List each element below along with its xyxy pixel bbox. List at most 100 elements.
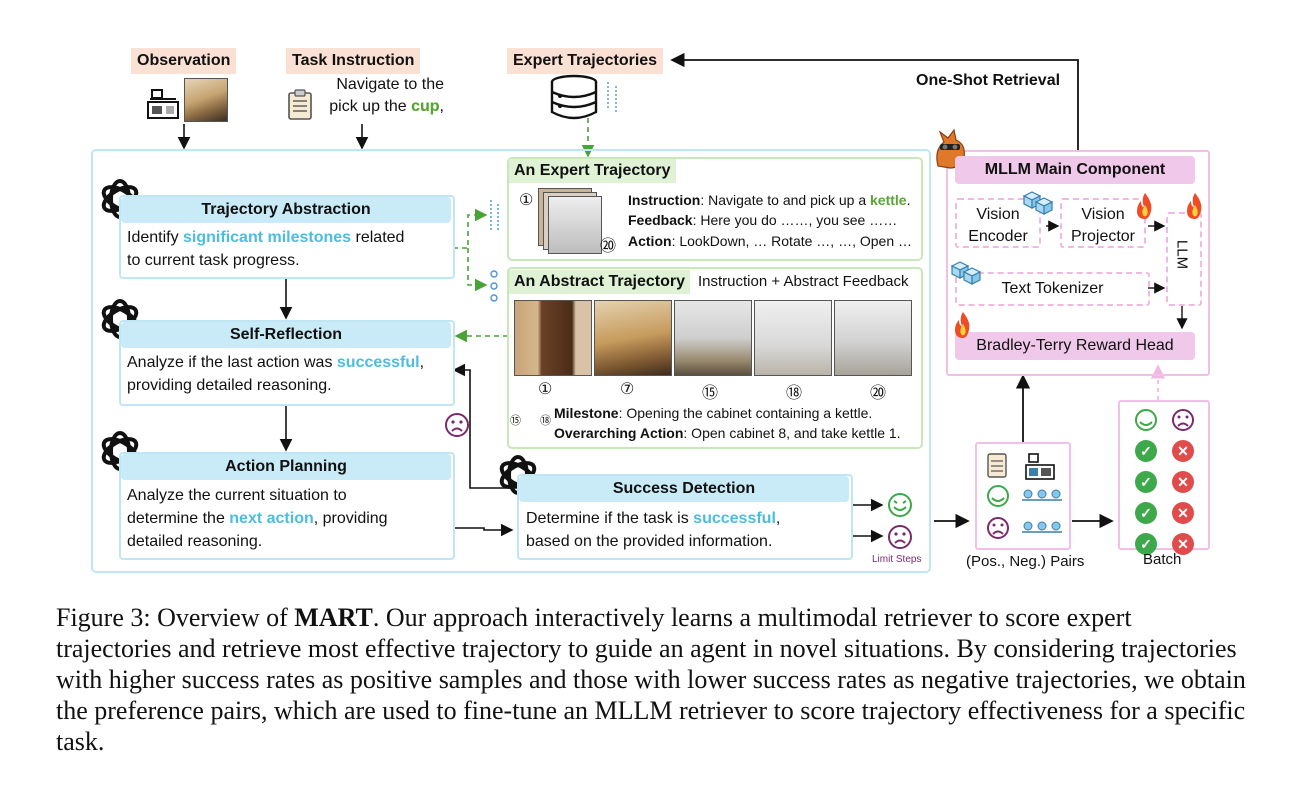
- llm-block: [1166, 212, 1202, 306]
- batch-label: Batch: [1143, 551, 1182, 568]
- highlight-successful: successful: [693, 510, 776, 527]
- pairs-label: (Pos., Neg.) Pairs: [966, 553, 1085, 570]
- action-planning-text: Analyze the current situation to determi…: [127, 484, 449, 553]
- text-fragment: , providing: [313, 510, 388, 527]
- text-fragment: based on the provided information.: [526, 533, 773, 550]
- instruction-text: : Navigate to and pick up a: [700, 192, 871, 208]
- cross-icon: ✕: [1172, 440, 1194, 462]
- observation-label: Observation: [131, 48, 237, 74]
- flame-icon: [1187, 193, 1202, 219]
- range-end-marker: ⑱: [540, 415, 551, 427]
- overarching-action-label: Overarching Action: [554, 425, 684, 441]
- text-fragment: Determine if the task is: [526, 510, 694, 527]
- instruction-label: Instruction: [628, 192, 701, 208]
- kitchen-icon: [1025, 453, 1055, 480]
- feedback-label: Feedback: [628, 212, 693, 228]
- step-1-marker: ①: [519, 192, 534, 209]
- frozen-cube-icon: [1022, 191, 1054, 215]
- llm-label: LLM: [1173, 239, 1191, 270]
- caption-body: . Our approach interactively learns a mu…: [56, 603, 1246, 756]
- task-text-2: pick up the: [329, 98, 412, 115]
- task-text-1: Navigate to the: [336, 76, 444, 93]
- highlight-successful: successful: [336, 354, 420, 371]
- expert-trajectory-title: An Expert Trajectory: [509, 159, 676, 183]
- caption-bold: MART: [294, 603, 373, 632]
- abstract-frame: [754, 300, 832, 376]
- sad-face-icon: [888, 525, 912, 549]
- limit-steps-label: Limit Steps: [872, 554, 922, 565]
- cross-icon: ✕: [1172, 471, 1194, 493]
- abstract-frame: [674, 300, 752, 376]
- text-tokenizer-block: Text Tokenizer: [955, 272, 1150, 306]
- flame-icon: [1137, 193, 1152, 219]
- reward-head-block: Bradley-Terry Reward Head: [955, 332, 1195, 360]
- self-reflection-text: Analyze if the last action was successfu…: [127, 351, 449, 397]
- text-fragment: detailed reasoning.: [127, 533, 263, 550]
- highlight-kettle: kettle: [870, 192, 907, 208]
- clipboard-icon: [987, 453, 1007, 478]
- task-word-cup-1: cup: [411, 98, 440, 115]
- clipboard-icon: [288, 89, 312, 120]
- caption-prefix: Figure 3: Overview of: [56, 603, 295, 632]
- abstract-frame: [594, 300, 672, 376]
- expert-action: Action: LookDown, … Rotate …, …, Open …: [628, 231, 912, 251]
- vision-encoder-label: Vision: [976, 206, 1020, 223]
- text-fragment: .: [906, 192, 911, 208]
- abstract-step-marker: ⑦: [620, 381, 635, 398]
- trajectory-chain-icon: [1022, 521, 1062, 533]
- milestone-text: : Opening the cabinet containing a kettl…: [618, 405, 873, 421]
- cross-icon: ✕: [1172, 502, 1194, 524]
- vision-encoder-block: Vision Encoder: [955, 198, 1041, 248]
- trajectory-chain-icon: [1022, 489, 1062, 501]
- check-icon: ✓: [1135, 440, 1157, 462]
- task-instruction-label: Task Instruction: [286, 48, 421, 74]
- expert-trajectories-label: Expert Trajectories: [507, 48, 664, 74]
- frozen-cube-icon: [950, 261, 982, 285]
- text-fragment: ,: [775, 510, 781, 527]
- step-20-marker: ⑳: [600, 238, 617, 255]
- milestone-label: Milestone: [554, 405, 619, 421]
- abstract-step-marker: ⑱: [786, 385, 803, 402]
- overarching-action-line: Overarching Action: Open cabinet 8, and …: [554, 423, 901, 443]
- milestone-line: Milestone: Opening the cabinet containin…: [554, 403, 872, 423]
- agent-loop-frame: [91, 149, 931, 573]
- task-word-cup-2: cup: [411, 98, 440, 115]
- action-planning-title: Action Planning: [121, 454, 451, 480]
- action-text: : LookDown, … Rotate …, …, Open …: [671, 233, 912, 249]
- sad-face-icon: [1172, 409, 1194, 431]
- abstract-trajectory-title: An Abstract Trajectory: [509, 270, 691, 294]
- happy-face-icon: [1135, 409, 1157, 431]
- range-start-marker: ⑮: [510, 415, 521, 427]
- text-fragment: providing detailed reasoning.: [127, 377, 332, 394]
- happy-face-icon: [987, 485, 1009, 507]
- text-tokenizer-label: Text Tokenizer: [1001, 280, 1104, 297]
- action-label: Action: [628, 233, 672, 249]
- expert-instruction: Instruction: Navigate to and pick up a k…: [628, 190, 910, 210]
- text-fragment: Analyze the current situation to: [127, 487, 347, 504]
- text-fragment: determine the: [127, 510, 230, 527]
- happy-face-icon: [888, 493, 912, 517]
- task-text-line-1: Navigate to the cup,: [302, 74, 444, 118]
- feedback-text: : Here you do ……, you see ……: [692, 212, 898, 228]
- figure-caption: Figure 3: Overview of MART. Our approach…: [56, 602, 1246, 757]
- abstract-step-marker: ⑳: [870, 385, 887, 402]
- mllm-frame: [946, 150, 1210, 376]
- trajectory-abstraction-title: Trajectory Abstraction: [121, 197, 451, 223]
- check-icon: ✓: [1135, 471, 1157, 493]
- abstract-trajectory-subtitle: Instruction + Abstract Feedback: [698, 273, 909, 290]
- trajectory-glyph-icon: [490, 200, 499, 232]
- observation-photo: [184, 78, 228, 122]
- mllm-title: MLLM Main Component: [955, 156, 1195, 184]
- vision-encoder-label: Encoder: [968, 228, 1028, 245]
- expert-feedback: Feedback: Here you do ……, you see ……: [628, 210, 897, 230]
- flame-icon: [955, 312, 970, 338]
- vision-projector-label: Projector: [1070, 228, 1136, 245]
- cross-icon: ✕: [1172, 533, 1194, 555]
- text-fragment: ,: [419, 354, 425, 371]
- batch-box: [1118, 400, 1210, 550]
- text-fragment: Identify: [127, 229, 184, 246]
- abstract-frame: [834, 300, 912, 376]
- abstract-step-marker: ①: [538, 381, 553, 398]
- one-shot-retrieval-label: One-Shot Retrieval: [916, 72, 1061, 89]
- trajectory-glyph-icon: [490, 270, 498, 302]
